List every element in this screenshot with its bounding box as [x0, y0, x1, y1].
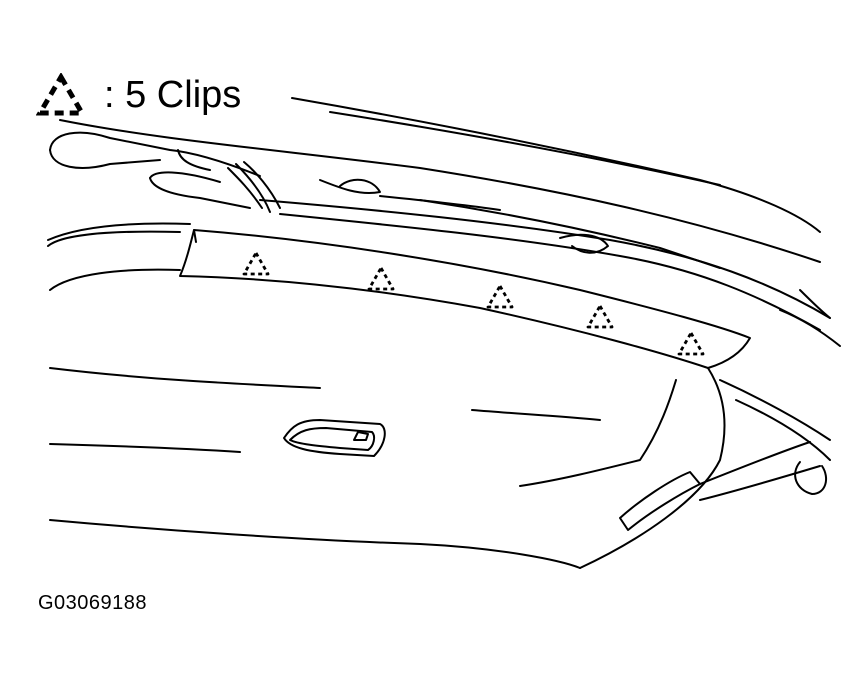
clip-marker-3 [486, 284, 514, 309]
headliner-garnish-strip [179, 229, 751, 369]
headliner-front-edge [47, 222, 191, 291]
clip-legend: : 5 Clips [36, 72, 241, 118]
clip-marker-5 [677, 331, 705, 356]
clip-marker-4 [586, 304, 614, 329]
dashed-triangle-clip-icon [36, 73, 86, 116]
dome-lamp [283, 419, 386, 457]
body-upper-structure [49, 131, 831, 331]
clip-marker-2 [367, 266, 395, 291]
clip-count-label: : 5 Clips [104, 74, 242, 116]
pillar-side-structure [579, 289, 841, 569]
clip-markers [242, 251, 705, 356]
headliner-surface-lines [49, 367, 677, 569]
figure-code: G03069188 [38, 592, 148, 614]
clip-marker-1 [242, 251, 270, 276]
roof-edge-lines [59, 97, 821, 263]
